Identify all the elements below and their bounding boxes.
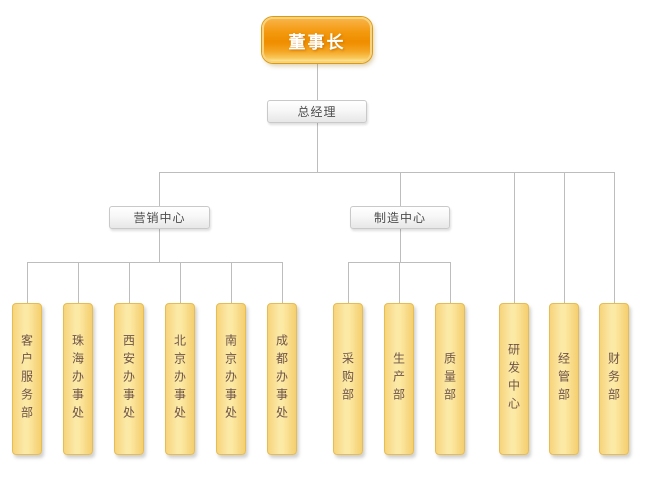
node-zhuhai-office[interactable]: 珠海办事处 <box>63 303 93 455</box>
connector-rail-level2 <box>159 172 615 173</box>
connector-drop-marketing <box>159 172 160 206</box>
connector-root-to-gm <box>317 63 318 100</box>
node-management-dept[interactable]: 经管部 <box>549 303 579 455</box>
node-nanjing-office[interactable]: 南京办事处 <box>216 303 246 455</box>
connector-drop-chengdu-office <box>282 262 283 303</box>
node-general-manager[interactable]: 总经理 <box>267 100 367 123</box>
node-quality-dept[interactable]: 质量部 <box>435 303 465 455</box>
connector-drop-zhuhai-office <box>78 262 79 303</box>
connector-marketing-to-rail <box>159 229 160 262</box>
node-xian-office[interactable]: 西安办事处 <box>114 303 144 455</box>
node-chengdu-office[interactable]: 成都办事处 <box>267 303 297 455</box>
connector-drop-beijing-office <box>180 262 181 303</box>
node-rnd-center[interactable]: 研发中心 <box>499 303 529 455</box>
connector-manufacturing-to-rail <box>400 229 401 262</box>
connector-drop-customer-service <box>27 262 28 303</box>
connector-drop-quality <box>450 262 451 303</box>
connector-gm-to-rail <box>317 123 318 172</box>
connector-drop-management <box>564 172 565 303</box>
connector-drop-production <box>399 262 400 303</box>
node-customer-service-dept[interactable]: 客户服务部 <box>12 303 42 455</box>
connector-drop-rnd-center <box>514 172 515 303</box>
connector-drop-manufacturing <box>400 172 401 206</box>
node-purchasing-dept[interactable]: 采购部 <box>333 303 363 455</box>
node-manufacturing-center[interactable]: 制造中心 <box>350 206 450 229</box>
node-beijing-office[interactable]: 北京办事处 <box>165 303 195 455</box>
connector-drop-xian-office <box>129 262 130 303</box>
node-production-dept[interactable]: 生产部 <box>384 303 414 455</box>
connector-rail-marketing-children <box>27 262 283 263</box>
connector-drop-finance <box>614 172 615 303</box>
connector-drop-purchasing <box>348 262 349 303</box>
node-marketing-center[interactable]: 营销中心 <box>109 206 210 229</box>
connector-drop-nanjing-office <box>231 262 232 303</box>
node-finance-dept[interactable]: 财务部 <box>599 303 629 455</box>
node-chairman[interactable]: 董事长 <box>262 17 372 63</box>
